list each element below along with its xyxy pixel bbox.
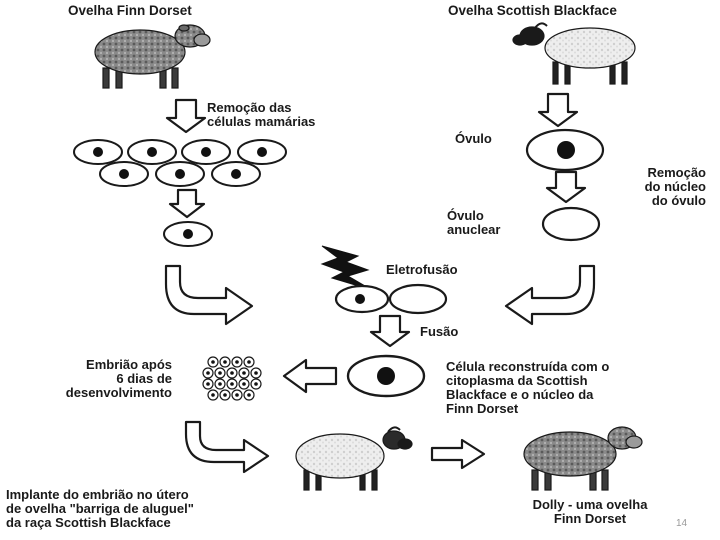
- reconstructed-line-3: Blackface e o núcleo da: [446, 387, 594, 402]
- enucleated-line-2: anuclear: [447, 222, 501, 237]
- arrow-down-single-cell: [168, 188, 206, 219]
- finn-dorset-sheep: [94, 24, 211, 89]
- reconstructed-line-4: Finn Dorset: [446, 401, 519, 416]
- embryo-line-3: desenvolvimento: [65, 385, 172, 400]
- lightning-bolt-icon: [320, 245, 373, 291]
- embryo-nuclei: [206, 360, 258, 397]
- finn-dorset-title: Ovelha Finn Dorset: [68, 3, 192, 18]
- page-number: 14: [676, 518, 688, 529]
- mammary-cell-nuclei: [93, 147, 267, 179]
- mammary-removal-line-1: Remoção das: [207, 100, 292, 115]
- surrogate-sheep: [295, 426, 413, 491]
- nucleus-removal-line-1: Remoção: [647, 165, 706, 180]
- arrow-down-ovule: [537, 92, 579, 128]
- dolly-line-1: Dolly - uma ovelha: [532, 497, 648, 512]
- mammary-removal-line-2: células mamárias: [207, 114, 316, 129]
- enucleated-line-1: Óvulo: [447, 208, 484, 223]
- scottish-blackface-sheep: [512, 22, 636, 85]
- electrofusion-label: Eletrofusão: [386, 262, 458, 277]
- enucleated-ovule: [541, 206, 601, 242]
- arrow-down-enucleated: [545, 170, 587, 204]
- ovule-nucleus: [557, 141, 575, 159]
- scottish-blackface-title: Ovelha Scottish Blackface: [448, 3, 617, 18]
- implant-line-2: de ovelha "barriga de aluguel": [6, 501, 194, 516]
- implant-line-3: da raça Scottish Blackface: [6, 515, 171, 530]
- reconstructed-line-1: Célula reconstruída com o: [446, 359, 610, 374]
- arrow-down-mammary: [165, 98, 207, 134]
- dolly-line-2: Finn Dorset: [553, 511, 627, 526]
- fusion-label: Fusão: [420, 324, 459, 339]
- dolly-sheep: [523, 426, 643, 491]
- reconstructed-cell-nucleus: [377, 367, 395, 385]
- reconstructed-line-2: citoplasma da Scottish: [446, 373, 588, 388]
- nucleus-removal-line-2: do núcleo: [644, 179, 706, 194]
- fusion-donor-nucleus: [355, 294, 365, 304]
- arrow-left-embryo: [282, 358, 338, 394]
- curved-arrow-implant: [184, 420, 270, 474]
- arrow-right-dolly: [430, 438, 486, 470]
- embryo-cluster: [202, 356, 262, 401]
- implant-line-1: Implante do embrião no útero: [6, 487, 189, 502]
- nucleus-removal-line-3: do óvulo: [651, 193, 706, 208]
- curved-arrow-right-in: [504, 264, 596, 326]
- embryo-line-2: 6 dias de: [116, 371, 172, 386]
- ovule-label: Óvulo: [455, 131, 492, 146]
- curved-arrow-left-in: [164, 264, 254, 326]
- embryo-line-1: Embrião após: [86, 357, 172, 372]
- arrow-down-fusion: [369, 314, 411, 348]
- donor-cell-nucleus: [183, 229, 193, 239]
- fusion-enucleated-ovule: [388, 283, 448, 315]
- mammary-cells: [73, 139, 287, 187]
